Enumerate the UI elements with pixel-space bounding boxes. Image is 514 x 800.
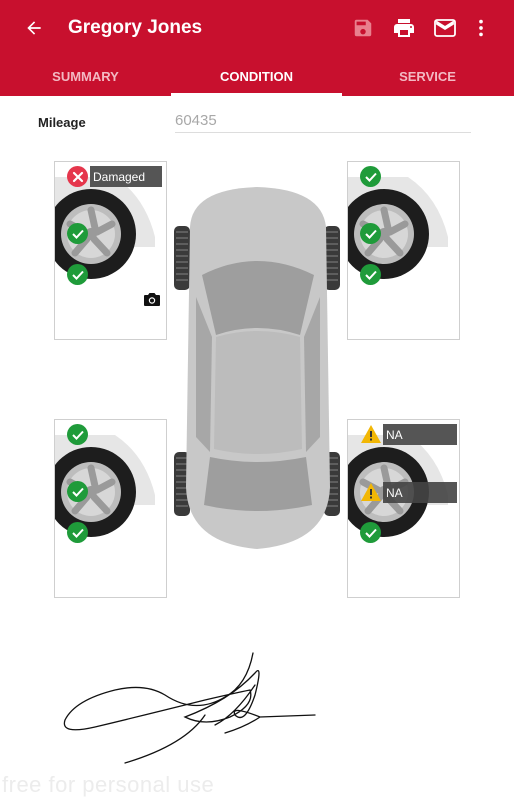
email-icon <box>434 19 456 37</box>
check-icon <box>67 223 88 244</box>
tab-service[interactable]: SERVICE <box>399 68 456 84</box>
watermark-text: free for personal use <box>2 772 215 797</box>
arrow-back-icon <box>27 21 41 35</box>
check-icon <box>67 264 88 285</box>
tab-summary[interactable]: SUMMARY <box>52 68 119 84</box>
check-icon <box>360 522 381 543</box>
tire-rear-left-illustration <box>55 435 155 537</box>
check-icon <box>360 264 381 285</box>
back-button[interactable] <box>20 14 48 42</box>
tire-front-left-panel[interactable]: Damaged <box>54 161 167 340</box>
tire-front-left-illustration <box>55 177 155 279</box>
tire-rear-left-panel[interactable] <box>54 419 167 598</box>
page-title: Gregory Jones <box>68 17 203 38</box>
tire-rear-right-illustration <box>348 435 448 537</box>
tire-front-right-illustration <box>348 177 448 279</box>
warning-icon <box>360 482 382 502</box>
camera-button[interactable] <box>143 292 161 307</box>
warning-icon <box>360 424 382 444</box>
customer-signature[interactable] <box>55 645 325 765</box>
check-icon <box>360 223 381 244</box>
save-button[interactable] <box>349 14 377 42</box>
car-top-view-illustration <box>174 187 340 549</box>
app-bar: Gregory Jones SUMMARY CONDITION SERVICE <box>0 0 514 96</box>
toolbar: Gregory Jones <box>0 0 514 56</box>
mileage-label: Mileage <box>38 115 86 130</box>
print-icon <box>394 19 414 37</box>
check-icon <box>67 522 88 543</box>
check-icon <box>67 481 88 502</box>
tab-condition[interactable]: CONDITION <box>171 56 342 96</box>
more-options-button[interactable] <box>467 14 495 42</box>
mileage-field[interactable] <box>175 109 471 133</box>
print-button[interactable] <box>390 14 418 42</box>
tire-status-label: Damaged <box>90 166 162 187</box>
more-vert-icon <box>479 19 483 37</box>
tire-label-top: NA <box>383 424 457 445</box>
email-button[interactable] <box>431 14 459 42</box>
tab-bar: SUMMARY CONDITION SERVICE <box>0 56 514 96</box>
tire-rear-right-panel[interactable]: NA NA <box>347 419 460 598</box>
tire-front-right-panel[interactable] <box>347 161 460 340</box>
tire-label-mid: NA <box>383 482 457 503</box>
camera-icon <box>144 293 160 306</box>
save-icon <box>354 19 372 37</box>
check-icon <box>67 424 88 445</box>
damaged-status-icon <box>67 166 88 187</box>
check-icon <box>360 166 381 187</box>
